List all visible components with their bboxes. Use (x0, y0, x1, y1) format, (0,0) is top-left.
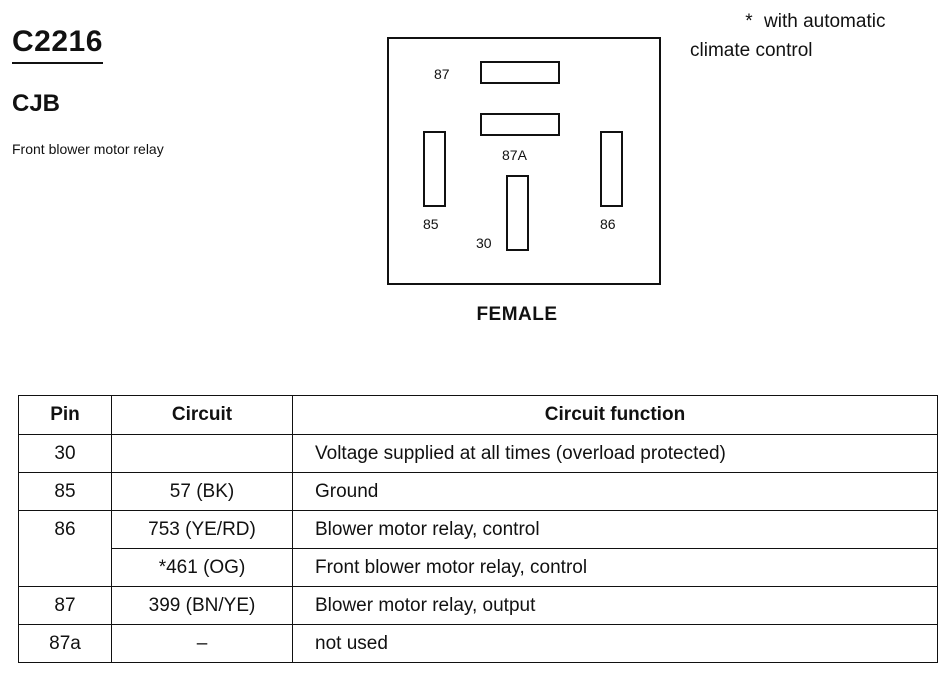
cell-function: Ground (292, 472, 938, 511)
table-row: 86 753 (YE/RD) Blower motor relay, contr… (18, 510, 938, 549)
cell-function: Blower motor relay, output (292, 586, 938, 625)
terminal-87-label: 87 (434, 66, 450, 82)
cell-circuit: 57 (BK) (111, 472, 293, 511)
terminal-85-slot (423, 131, 446, 207)
header-pin: Pin (18, 395, 112, 435)
terminal-87a-label: 87A (502, 147, 528, 163)
terminal-30-slot (506, 175, 529, 251)
connector-view-label: FEMALE (476, 304, 558, 325)
cell-circuit: 399 (BN/YE) (111, 586, 293, 625)
footnote-text-line1: with automatic (764, 11, 886, 32)
cell-function: Voltage supplied at all times (overload … (292, 434, 938, 473)
header-function: Circuit function (292, 395, 938, 435)
table-row: 87 399 (BN/YE) Blower motor relay, outpu… (18, 586, 938, 625)
footnote-text-line2: climate control (690, 40, 813, 61)
table-header-row: Pin Circuit Circuit function (18, 395, 938, 435)
cell-pin (18, 548, 112, 587)
table-row: 30 Voltage supplied at all times (overlo… (18, 434, 938, 473)
cell-circuit: – (111, 624, 293, 663)
terminal-87a-slot (480, 113, 560, 136)
footnote-symbol: * (745, 11, 753, 32)
terminal-87-slot (480, 61, 560, 84)
pinout-table: Pin Circuit Circuit function 30 Voltage … (18, 395, 938, 663)
cell-pin: 87 (18, 586, 112, 625)
cell-circuit: 753 (YE/RD) (111, 510, 293, 549)
cell-pin: 87a (18, 624, 112, 663)
table-row: 85 57 (BK) Ground (18, 472, 938, 511)
cell-circuit (111, 434, 293, 473)
cell-pin: 86 (18, 510, 112, 549)
cell-function: not used (292, 624, 938, 663)
cell-pin: 85 (18, 472, 112, 511)
cell-circuit: *461 (OG) (111, 548, 293, 587)
terminal-86-label: 86 (600, 216, 616, 232)
terminal-85-label: 85 (423, 216, 439, 232)
connector-location: CJB (12, 90, 61, 117)
terminal-86-slot (600, 131, 623, 207)
terminal-30-label: 30 (476, 235, 492, 251)
connector-face-diagram: 87 87A 85 86 30 (387, 37, 661, 285)
connector-outline (387, 37, 661, 285)
cell-function: Blower motor relay, control (292, 510, 938, 549)
header-circuit: Circuit (111, 395, 293, 435)
cell-function: Front blower motor relay, control (292, 548, 938, 587)
cell-pin: 30 (18, 434, 112, 473)
table-row: 87a – not used (18, 624, 938, 663)
connector-description: Front blower motor relay (12, 141, 164, 157)
connector-id: C2216 (12, 24, 103, 64)
table-row: *461 (OG) Front blower motor relay, cont… (18, 548, 938, 587)
footnote: * with automatic climate control (690, 7, 945, 65)
